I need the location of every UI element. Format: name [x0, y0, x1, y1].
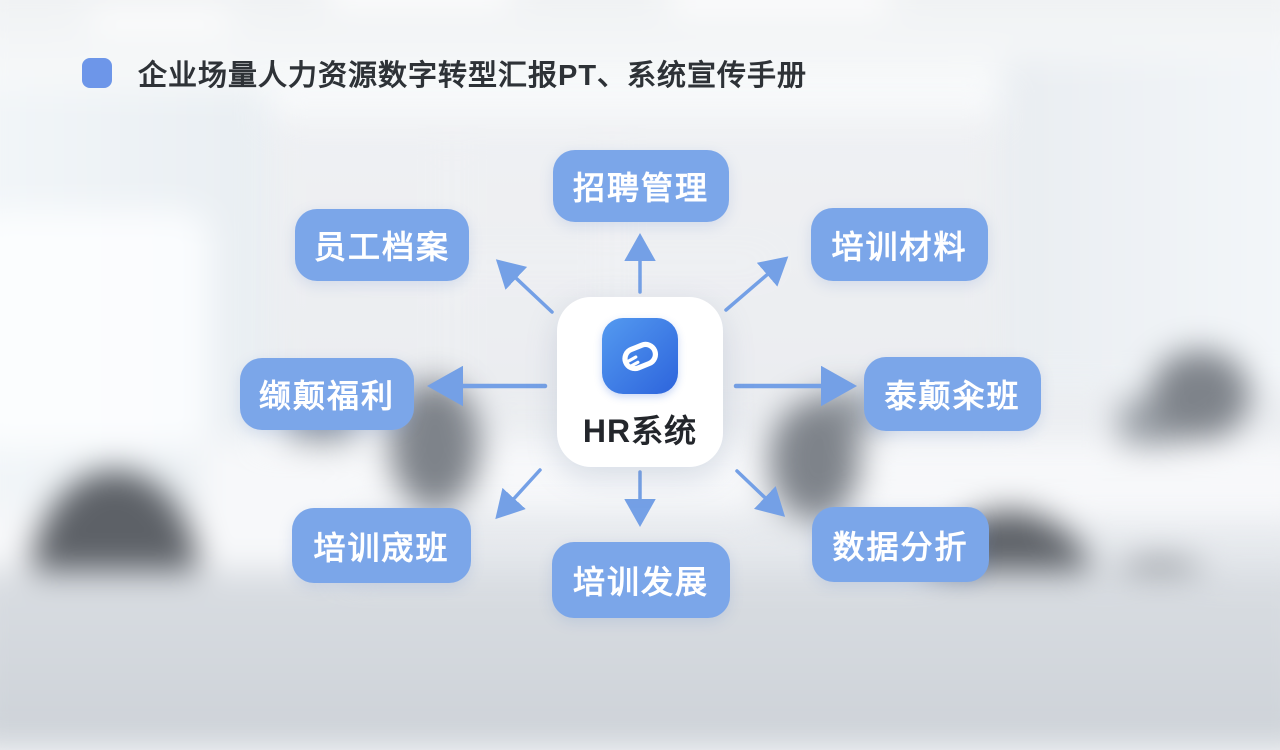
node-label: 泰颠籴班	[884, 378, 1021, 414]
node-label: 招聘管理	[572, 170, 709, 206]
node-label: 数据分折	[832, 528, 969, 565]
center-node-hr-system: HR系统	[557, 297, 723, 467]
node-training-class: 培训宬班	[292, 508, 471, 583]
node-label: 培训宬班	[313, 529, 450, 566]
arrow-down-left	[495, 468, 542, 520]
arrow-down-right	[735, 469, 786, 517]
node-label: 员工档案	[313, 229, 450, 265]
node-data-analysis: 数据分折	[812, 507, 989, 582]
node-employee-files: 员工档案	[295, 209, 469, 281]
node-attendance-scheduling: 泰颠籴班	[864, 357, 1041, 431]
center-node-label: HR系统	[582, 413, 698, 449]
hr-app-icon-glyph	[622, 341, 659, 372]
arrow-up-left	[495, 259, 554, 314]
hr-system-diagram: 招聘管理 员工档案 培训材料 缬颠福利 泰颠籴班 培训宬班 培训发展 数据分折 …	[240, 150, 1041, 618]
hr-app-icon	[602, 318, 678, 394]
slide-header: 企业场量人力资源数字转型汇报PT、系统宣传手册	[82, 52, 807, 94]
title-bullet-icon	[82, 58, 112, 88]
arrow-up-right	[724, 256, 789, 312]
node-label: 培训材料	[831, 228, 968, 265]
page-title: 企业场量人力资源数字转型汇报PT、系统宣传手册	[138, 60, 808, 92]
node-training-development: 培训发展	[552, 542, 730, 618]
node-label: 缬颠福利	[258, 378, 395, 414]
node-label: 培训发展	[572, 564, 709, 600]
node-training-materials: 培训材料	[811, 208, 988, 281]
connector-arrows	[427, 233, 857, 527]
node-recruitment-management: 招聘管理	[553, 150, 729, 222]
node-compensation-benefits: 缬颠福利	[240, 358, 414, 430]
